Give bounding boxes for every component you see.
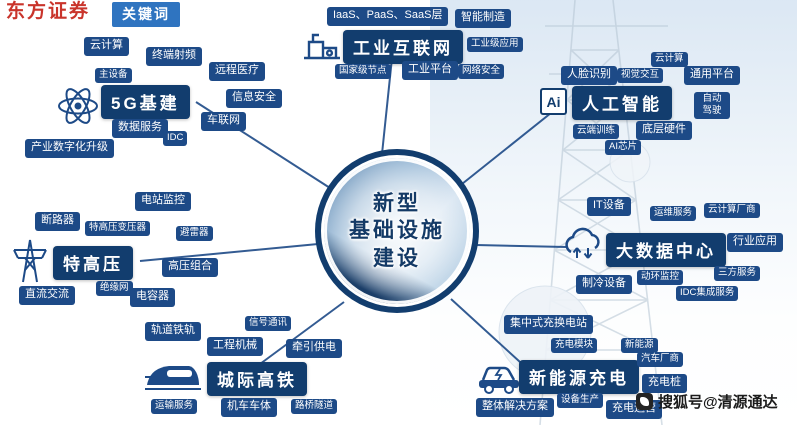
keyword-tag: 工业平台 (402, 61, 458, 80)
train-icon (143, 355, 203, 398)
center-title-line2: 基础设施 (349, 219, 445, 243)
keyword-tag: 充电模块 (551, 338, 598, 353)
keyword-tag: 自动驾驶 (694, 92, 730, 119)
center-photo: 新型 基础设施 建设 (324, 158, 470, 304)
keyword-tag: 电容器 (130, 288, 175, 307)
keyword-tag: 主设备 (95, 68, 132, 83)
keyword-tag: 动环监控 (637, 270, 684, 285)
keyword-tag: IDC集成服务 (676, 286, 739, 301)
keyword-tag: 运输服务 (151, 399, 198, 414)
keyword-tag: 视觉交互 (617, 68, 664, 83)
keyword-tag: 终端射频 (146, 47, 202, 66)
keyword-tag: 电站监控 (135, 192, 191, 211)
keyword-tag: 运维服务 (650, 206, 697, 221)
keyword-tag: 人脸识别 (561, 66, 617, 85)
keyword-tag: 底层硬件 (636, 121, 692, 140)
keyword-tag: IT设备 (587, 197, 631, 216)
keyword-tag: AI芯片 (605, 140, 641, 155)
cluster-industrial-internet-label: 工业互联网 (343, 30, 463, 64)
power-tower-icon (10, 236, 50, 289)
cluster-5g-label: 5G基建 (101, 85, 190, 119)
keyword-tag: 工业级应用 (467, 37, 523, 52)
keyword-tag: 充电桩 (642, 374, 687, 393)
keyword-tag: 车联网 (201, 112, 246, 131)
keyword-tag: 路桥隧道 (291, 399, 338, 414)
keyword-tag: 断路器 (35, 212, 80, 231)
keyword-tag: 制冷设备 (576, 275, 632, 294)
cluster-rail-label: 城际高铁 (207, 362, 307, 396)
keyword-tag: 三方服务 (714, 266, 761, 281)
keyword-tag: 通用平台 (684, 66, 740, 85)
center-title-line3: 建设 (373, 246, 421, 270)
keyword-tag: 工程机械 (207, 337, 263, 356)
keyword-tag: IDC (163, 131, 188, 146)
keyword-tag: 集中式充换电站 (504, 315, 593, 334)
keyword-tag: 机车车体 (221, 398, 277, 417)
keywords-badge: 关键词 (112, 2, 180, 27)
atom-icon (56, 84, 100, 133)
keyword-tag: 云计算 (651, 52, 688, 67)
keyword-tag: 产业数字化升级 (25, 139, 114, 158)
keyword-tag: 轨道铁轨 (145, 322, 201, 341)
watermark: 搜狐号@清源通达 (636, 391, 778, 412)
keyword-tag: 高压组合 (162, 258, 218, 277)
cluster-bigdata-label: 大数据中心 (606, 233, 726, 267)
keyword-tag: 直流交流 (19, 286, 75, 305)
keyword-tag: 信息安全 (226, 89, 282, 108)
factory-icon (302, 27, 342, 68)
ai-icon: Ai (540, 88, 567, 115)
keyword-tag: 国家级节点 (335, 64, 391, 79)
cluster-ev-charging-label: 新能源充电 (519, 360, 639, 394)
keyword-tag: 设备生产 (557, 393, 604, 408)
keyword-tag: 智能制造 (455, 9, 511, 28)
keyword-tag: 信号通讯 (245, 316, 292, 331)
keyword-tag: 数据服务 (112, 119, 168, 138)
keyword-tag: 云计算厂商 (704, 203, 760, 218)
cluster-ai-label: 人工智能 (572, 86, 672, 120)
keyword-tag: 汽车厂商 (637, 352, 684, 367)
keyword-tag: 牵引供电 (286, 339, 342, 358)
brand-logo-text: 东方证券 (6, 1, 91, 22)
keyword-tag: 网络安全 (458, 64, 505, 79)
keyword-tag: 远程医疗 (209, 62, 265, 81)
keyword-tag: 整体解决方案 (476, 398, 554, 417)
center-circle: 新型 基础设施 建设 (315, 149, 479, 313)
keyword-tag: 云端训练 (573, 124, 620, 139)
ev-car-icon (476, 356, 522, 399)
watermark-text: 搜狐号@清源通达 (658, 394, 778, 411)
keyword-tag: 新能源 (621, 338, 658, 353)
center-title: 新型 基础设施 建设 (324, 158, 470, 304)
cloud-data-icon (561, 225, 605, 268)
keyword-tag: 避雷器 (176, 226, 213, 241)
keyword-tag: 绝缘网 (96, 281, 133, 296)
center-title-line1: 新型 (373, 192, 421, 216)
keyword-tag: 特高压变压器 (85, 221, 151, 236)
sohu-icon (636, 393, 653, 410)
keyword-tag: 行业应用 (727, 233, 783, 252)
cluster-uhv-label: 特高压 (53, 246, 133, 280)
keyword-tag: IaaS、PaaS、SaaS层 (327, 7, 449, 26)
keyword-tag: 云计算 (84, 37, 129, 56)
